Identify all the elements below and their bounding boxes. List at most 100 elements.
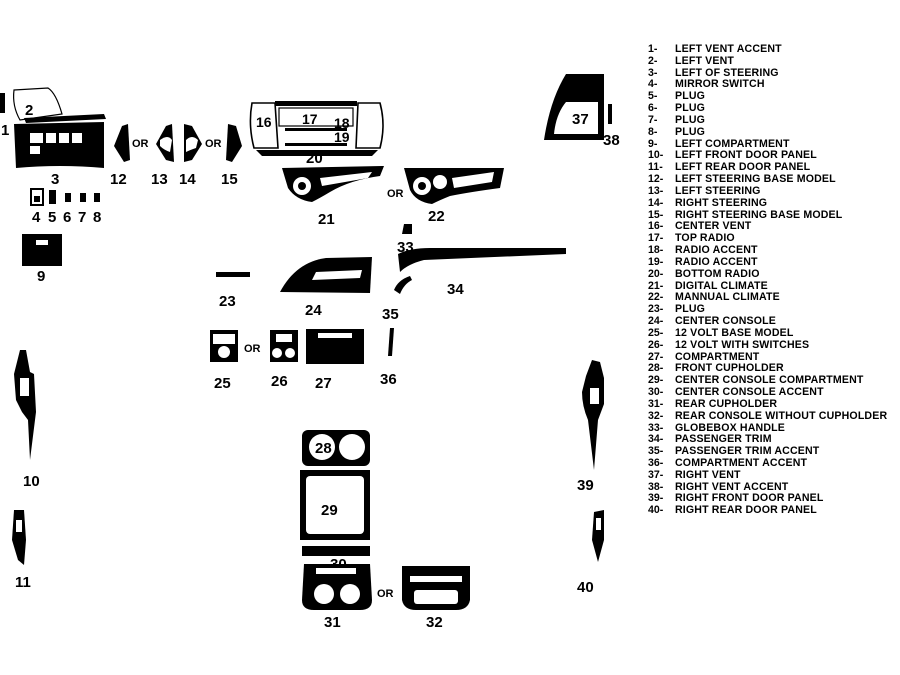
part-32-cutout (410, 576, 462, 582)
part-26-cutout (276, 334, 292, 342)
legend-item: 6-PLUG (648, 102, 900, 115)
part-31-cutout (316, 568, 356, 574)
legend-number: 7- (648, 113, 658, 126)
part-30-center-console-accent (302, 546, 370, 556)
part-5-plug (49, 190, 56, 204)
legend-part-name: RIGHT VENT (675, 468, 741, 481)
part-4-switch-knob (34, 196, 40, 202)
legend-number: 29- (648, 374, 664, 387)
part-32-cutout (414, 590, 458, 604)
legend-item: 12-LEFT STEERING BASE MODEL (648, 173, 900, 186)
legend-part-name: TOP RADIO (675, 232, 735, 245)
legend-item: 33-GLOBEBOX HANDLE (648, 421, 900, 435)
part-22-knob-left-center (418, 182, 426, 190)
legend-part-name: LEFT STEERING (675, 184, 761, 197)
part-label-37: 37 (572, 111, 589, 128)
part-21-display (320, 172, 372, 186)
part-3-cutout (59, 133, 69, 143)
part-31-cup (314, 584, 334, 604)
part-25-socket (218, 346, 230, 358)
legend-item: 28-FRONT CUPHOLDER (648, 363, 900, 375)
legend-number: 10- (648, 149, 664, 162)
legend-number: 38- (648, 480, 664, 493)
legend-part-name: LEFT VENT ACCENT (675, 43, 782, 55)
legend-item: 9- LEFT COMPARTMENT (648, 137, 900, 151)
legend-item: 8- PLUG (648, 125, 900, 139)
legend-number: 28- (648, 362, 664, 375)
legend-number: 14- (648, 196, 664, 209)
legend-item: 27-COMPARTMENT (648, 351, 900, 364)
part-label-19: 19 (334, 129, 350, 145)
legend-part-name: LEFT FRONT DOOR PANEL (675, 149, 817, 162)
part-label-26: 26 (271, 373, 288, 390)
legend-number: 30- (648, 386, 664, 399)
part-label-28: 28 (315, 440, 332, 457)
part-2-left-vent (13, 87, 63, 121)
or-text-21-22: OR (387, 188, 404, 200)
legend-item: 16-CENTER VENT (648, 221, 900, 233)
legend-item: 13-LEFT STEERING (648, 184, 900, 198)
part-label-14: 14 (179, 171, 196, 188)
part-9-cutout (36, 240, 48, 245)
legend-part-name: CENTER CONSOLE ACCENT (675, 386, 824, 399)
part-3-cutout (30, 146, 40, 154)
part-label-2: 2 (25, 102, 33, 119)
part-36-compartment-accent (388, 328, 394, 356)
part-1-left-vent-accent (0, 93, 5, 113)
legend-number: 9- (648, 137, 658, 150)
or-text-12-13: OR (132, 138, 149, 150)
legend-item: 34-PASSENGER TRIM (648, 433, 900, 446)
part-14-inner (186, 137, 198, 152)
legend-number: 3- (648, 66, 658, 79)
legend-part-name: PLUG (675, 90, 706, 103)
part-label-38: 38 (603, 132, 620, 149)
legend-number: 8- (648, 125, 658, 138)
legend-part-name: RADIO ACCENT (675, 244, 758, 257)
part-label-13: 13 (151, 171, 168, 188)
legend-number: 26- (648, 338, 664, 351)
part-11-left-rear-door-panel (12, 510, 26, 565)
part-label-7: 7 (78, 209, 86, 226)
legend-number: 5- (648, 90, 658, 103)
legend-part-name: LEFT OF STEERING (675, 66, 779, 79)
legend-item: 38-RIGHT VENT ACCENT (648, 480, 900, 494)
part-17-top-radio-panel (278, 107, 354, 127)
legend-number: 35- (648, 445, 664, 458)
legend-item: 23-PLUG (648, 303, 900, 316)
legend-number: 6- (648, 102, 658, 115)
legend-item: 4-MIRROR SWITCH (648, 79, 900, 91)
legend-part-name: RADIO ACCENT (675, 255, 758, 268)
part-label-11: 11 (15, 574, 31, 591)
part-13-inner (160, 137, 172, 152)
part-3-cutout (46, 133, 56, 143)
legend-number: 19- (648, 255, 664, 268)
legend-part-name: PLUG (675, 125, 706, 138)
legend-item: 15-RIGHT STEERING BASE MODEL (648, 209, 900, 222)
legend-part-name: GLOBEBOX HANDLE (675, 421, 785, 434)
part-11-cutout (16, 520, 22, 532)
legend-item: 18-RADIO ACCENT (648, 244, 900, 257)
part-label-5: 5 (48, 209, 56, 226)
part-16-center-vent (249, 102, 279, 149)
part-label-17: 17 (302, 111, 318, 127)
legend-part-name: REAR CONSOLE WITHOUT CUPHOLDER (675, 409, 888, 422)
part-23-plug (216, 272, 250, 277)
part-34-passenger-trim (398, 248, 566, 272)
part-label-21: 21 (318, 211, 335, 228)
legend-item: 10- LEFT FRONT DOOR PANEL (648, 150, 900, 162)
part-21-knob-center (298, 182, 306, 190)
legend-item: 39-RIGHT FRONT DOOR PANEL (648, 493, 900, 505)
legend-part-name: LEFT COMPARTMENT (675, 137, 790, 150)
part-label-12: 12 (110, 171, 127, 188)
part-19-radio-accent (285, 143, 347, 146)
legend-number: 32- (648, 409, 664, 422)
part-label-18: 18 (334, 115, 350, 131)
part-22-knob-center (433, 175, 447, 189)
legend-part-name: RIGHT REAR DOOR PANEL (675, 504, 817, 517)
part-label-36: 36 (380, 371, 397, 388)
part-18-radio-accent (285, 128, 347, 131)
legend-number: 20- (648, 267, 664, 280)
legend-item: 5- PLUG (648, 90, 900, 103)
part-7-plug (80, 193, 86, 202)
